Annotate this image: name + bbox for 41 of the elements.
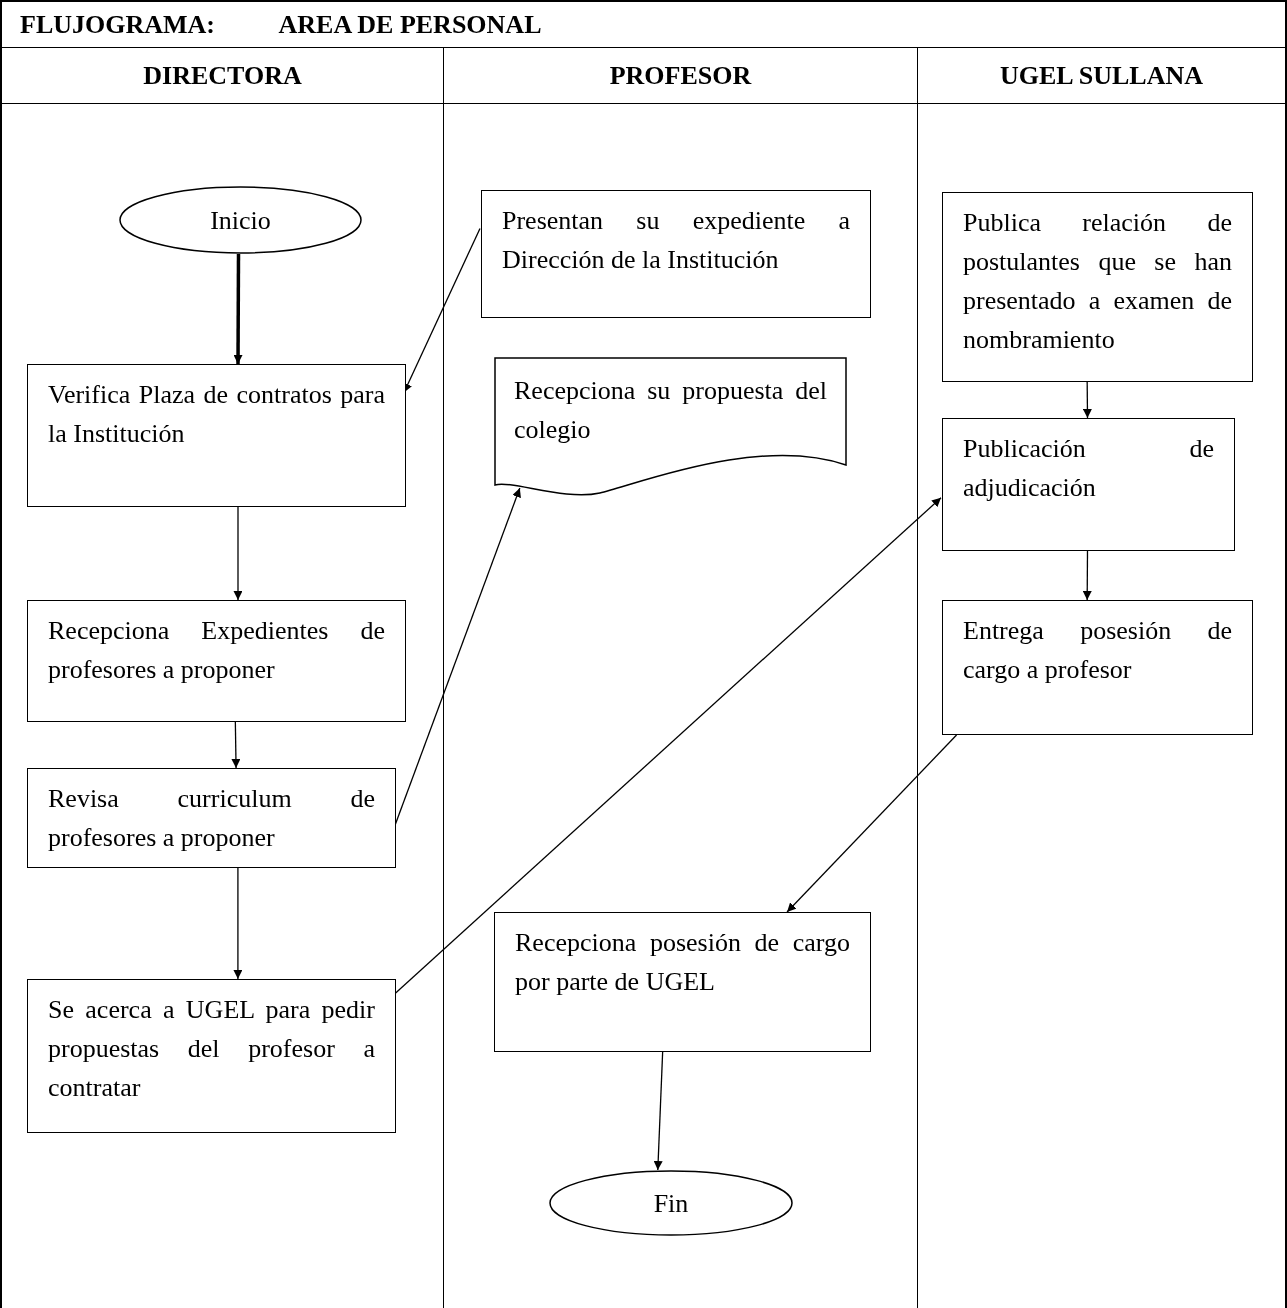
- terminal-ellipse: [119, 186, 362, 254]
- process-box: [494, 912, 871, 1052]
- arrow: [233, 506, 243, 601]
- terminal-ellipse: [549, 1170, 793, 1236]
- arrow: [1082, 381, 1092, 419]
- lane-heading: UGEL SULLANA: [1000, 60, 1203, 91]
- process-box: [27, 979, 396, 1133]
- step-text: Publicación de adjudicación: [963, 433, 1214, 504]
- process-box: [942, 600, 1253, 735]
- swimlane: [0, 48, 443, 1308]
- step-text: Revisa curriculum de profesores a proponer: [48, 783, 375, 854]
- step-text: Verifica Plaza de contratos para la Institución: [48, 379, 385, 450]
- lane-heading: DIRECTORA: [143, 60, 302, 91]
- process-box: [481, 190, 871, 318]
- arrow: [653, 1051, 664, 1171]
- step-text: Publica relación de postulantes que se han presentado a examen de nombramiento: [963, 207, 1232, 356]
- swimlane: [917, 48, 1287, 1308]
- step-text: Inicio: [210, 204, 271, 237]
- arrow: [403, 227, 481, 394]
- process-box: [27, 768, 396, 868]
- process-box: [27, 364, 406, 507]
- lane-heading: PROFESOR: [609, 60, 752, 91]
- arrow: [233, 867, 243, 980]
- process-box: [942, 418, 1235, 551]
- step-text: Recepciona posesión de cargo por parte de UGEL: [515, 927, 850, 998]
- step-text: Presentan su expediente a Dirección de la Institución: [502, 205, 850, 276]
- swimlane: [443, 48, 917, 1308]
- title: FLUJOGRAMA: AREA DE PERSONAL: [20, 9, 542, 40]
- arrow: [393, 497, 942, 996]
- arrow: [1082, 550, 1092, 601]
- document-shape: [494, 357, 847, 495]
- step-text: Recepciona Expedientes de profesores a proponer: [48, 615, 385, 686]
- arrow: [231, 721, 241, 769]
- step-text: Recepciona su propuesta del colegio: [514, 375, 827, 446]
- arrow: [233, 254, 243, 364]
- step-text: Se acerca a UGEL para pedir propuestas del profesor a contratar: [48, 994, 375, 1104]
- step-text: Fin: [653, 1187, 689, 1220]
- process-box: [942, 192, 1253, 382]
- arrow: [786, 734, 958, 913]
- process-box: [27, 600, 406, 722]
- step-text: Entrega posesión de cargo a profesor: [963, 615, 1232, 686]
